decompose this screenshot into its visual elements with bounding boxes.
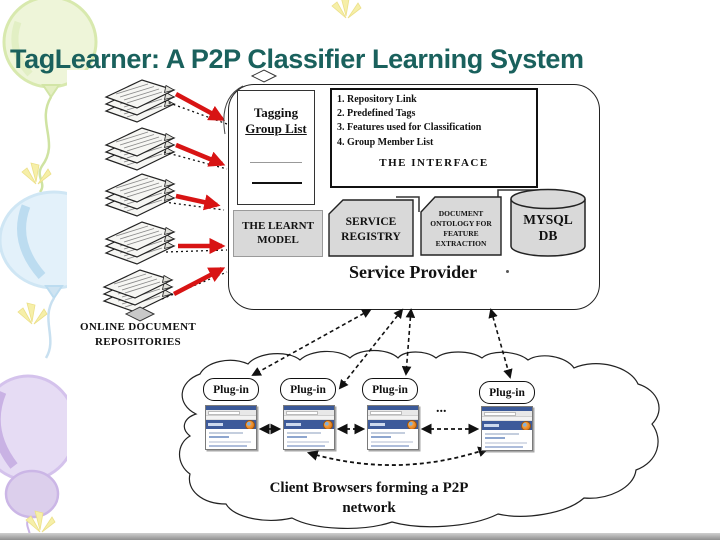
- plugin-label: Plug-in: [372, 383, 408, 396]
- address-bar: [370, 411, 402, 415]
- browser-titlebar: [206, 406, 256, 410]
- service-registry-label: SERVICE REGISTRY: [341, 216, 401, 243]
- document-stack-icon: [106, 128, 174, 170]
- browser-content: [368, 429, 418, 449]
- beveled-card-shape: [420, 196, 502, 256]
- database-icon: [510, 188, 586, 257]
- learnt-model-label: THE LEARNT MODEL: [242, 219, 314, 246]
- small-dot: [506, 270, 509, 273]
- purple-balloon-icon: [0, 374, 78, 540]
- browser-toolbar: [284, 410, 334, 416]
- banner-text: [370, 423, 385, 426]
- browser-content: [284, 429, 334, 449]
- green-balloon-icon: [2, 0, 98, 193]
- tagging-group-list-box: Tagging Group List: [237, 90, 315, 205]
- learnt-model-box: THE LEARNT MODEL: [233, 210, 323, 257]
- document-stack-icon: [104, 270, 172, 312]
- banner-text: [484, 424, 499, 427]
- interface-title: THE INTERFACE: [379, 156, 489, 169]
- browser-titlebar: [482, 407, 532, 411]
- list-placeholder-line: [250, 162, 302, 163]
- browser-toolbar: [368, 410, 418, 416]
- cloud-caption: Client Browsers forming a P2P network: [269, 480, 469, 517]
- interface-item-1: 1. Repository Link: [337, 94, 417, 105]
- page-title: TagLearner: A P2P Classifier Learning Sy…: [10, 44, 584, 75]
- interface-item-3: 3. Features used for Classification: [337, 122, 482, 134]
- browser-content: [482, 430, 532, 450]
- plugin-label: Plug-in: [213, 383, 249, 396]
- browser-titlebar: [368, 406, 418, 410]
- mysql-db-cylinder: MYSQL DB: [509, 188, 587, 258]
- plugin-label: Plug-in: [489, 386, 525, 399]
- decorative-arc: [223, 85, 244, 135]
- plugin-pill-1: Plug-in: [203, 378, 259, 401]
- tagging-label-line1: Tagging: [253, 105, 299, 120]
- plugin-pill-2: Plug-in: [280, 378, 336, 401]
- diamond-icon: [250, 69, 278, 83]
- document-stack-icon: [106, 80, 174, 122]
- address-bar: [208, 411, 240, 415]
- plugin-pill-3: Plug-in: [362, 378, 418, 401]
- address-bar: [286, 411, 318, 415]
- ellipsis-label: ...: [436, 401, 447, 416]
- browser-p2p-arrows: [258, 423, 490, 466]
- browser-window: [283, 405, 335, 450]
- interface-box: 1. Repository Link 2. Predefined Tags 3.…: [330, 88, 538, 188]
- provider-plugin-arrows: [251, 308, 513, 390]
- tagging-label-line2: Group List: [245, 121, 307, 136]
- bookmarks-bar: [482, 417, 532, 421]
- online-repositories-label: ONLINE DOCUMENT REPOSITORIES: [79, 321, 197, 348]
- service-provider-label: Service Provider: [348, 262, 478, 282]
- bottom-border-bar: [0, 533, 720, 540]
- browser-window: [481, 406, 533, 451]
- browser-toolbar: [206, 410, 256, 416]
- beveled-card-shape: [328, 199, 414, 257]
- interface-item-4: 4. Group Member List: [337, 136, 434, 148]
- doc-ontology-label: DOCUMENT ONTOLOGY FOR FEATURE EXTRACTION: [430, 208, 492, 249]
- page-banner: [284, 420, 334, 430]
- document-stack-icon: [106, 174, 174, 216]
- bookmarks-bar: [206, 416, 256, 420]
- browser-content: [206, 429, 256, 449]
- address-bar: [484, 412, 516, 416]
- red-arrows: [172, 92, 226, 296]
- document-stack-icon: [106, 222, 174, 264]
- mysql-label-line1: MYSQL: [523, 212, 573, 228]
- page-banner: [482, 421, 532, 431]
- bookmarks-bar: [368, 416, 418, 420]
- banner-text: [208, 423, 223, 426]
- browser-titlebar: [284, 406, 334, 410]
- browser-window: [205, 405, 257, 450]
- bookmarks-bar: [284, 416, 334, 420]
- banner-text: [286, 423, 301, 426]
- browser-window: [367, 405, 419, 450]
- browser-toolbar: [482, 411, 532, 417]
- service-registry-box: SERVICE REGISTRY: [328, 199, 414, 257]
- interface-item-2: 2. Predefined Tags: [337, 108, 416, 120]
- mysql-label: MYSQL DB: [509, 188, 587, 258]
- page-banner: [368, 420, 418, 430]
- plugin-pill-4: Plug-in: [479, 381, 535, 404]
- page-banner: [206, 420, 256, 430]
- list-placeholder-line: [252, 182, 302, 184]
- plugin-label: Plug-in: [290, 383, 326, 396]
- doc-ontology-box: DOCUMENT ONTOLOGY FOR FEATURE EXTRACTION: [420, 196, 502, 256]
- diamond-icon: [124, 306, 156, 322]
- mysql-label-line2: DB: [538, 228, 558, 243]
